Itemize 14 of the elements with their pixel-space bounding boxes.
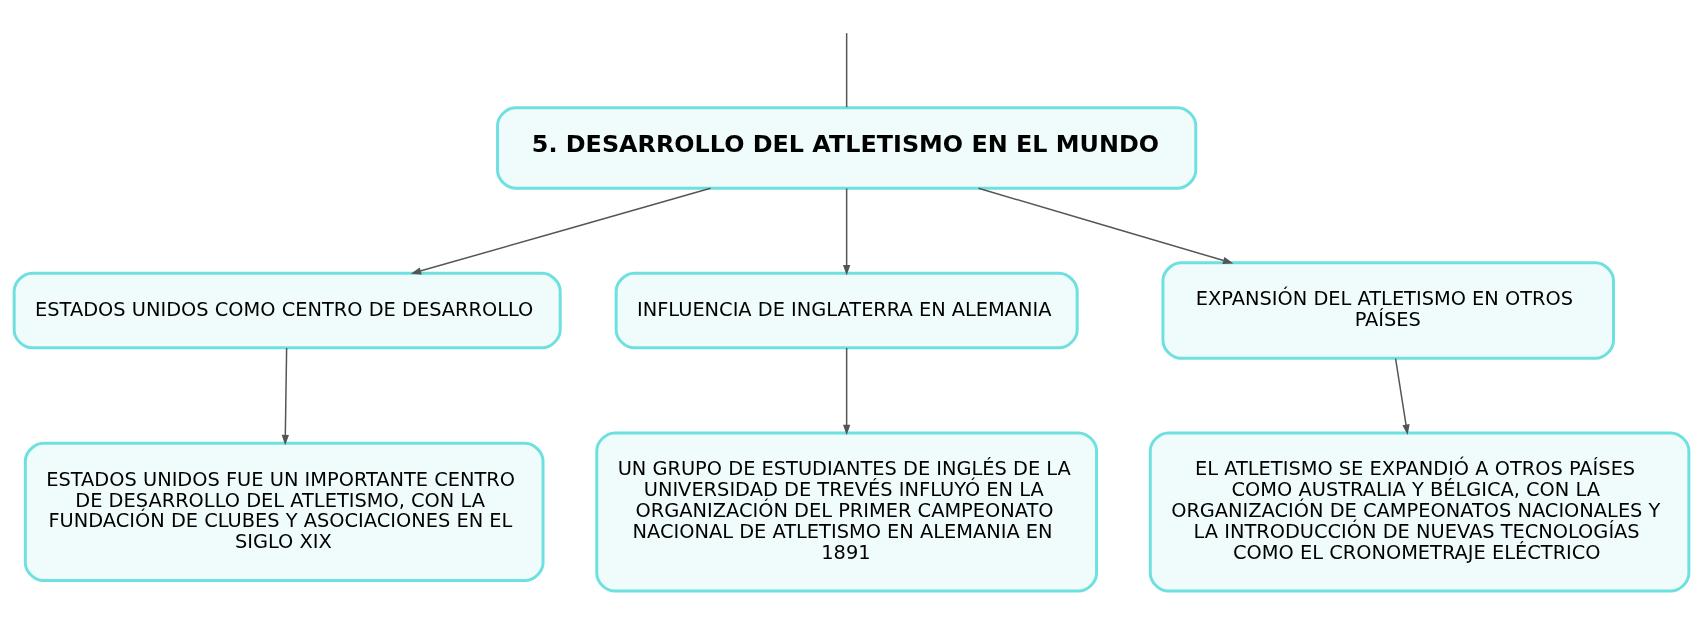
node-box: EL ATLETISMO SE EXPANDIÓ A OTROS PAÍSES COMO AUSTRALIA Y BÉLGICA, CON LA ORGANIZACIÓN DE CAMPEONATOS NACIONALES Y LA INTRODUCCIÓN DE NUEVAS TECNOLOGÍAS COMO EL CRONOMETRAJE ELÉCTRICO — [1148, 430, 1691, 592]
node-box: INFLUENCIA DE INGLATERRA EN ALEMANIA — [614, 271, 1079, 349]
arrow — [843, 346, 851, 435]
node-box: 5. DESARROLLO DEL ATLETISMO EN EL MUNDO — [496, 105, 1198, 190]
arrow — [977, 187, 1234, 264]
arrow — [1394, 357, 1410, 435]
node-box: ESTADOS UNIDOS COMO CENTRO DE DESARROLLO — [12, 271, 562, 349]
arrow — [843, 187, 851, 275]
connector — [845, 31, 848, 108]
node-box: ESTADOS UNIDOS FUE UN IMPORTANTE CENTRO DE DESARROLLO DEL ATLETISMO, CON LA FUNDACIÓN DE CLUBES Y ASOCIACIONES EN EL SIGLO XIX — [23, 441, 545, 582]
arrow — [410, 187, 712, 274]
arrow — [281, 346, 289, 445]
node-box: UN GRUPO DE ESTUDIANTES DE INGLÉS DE LA UNIVERSIDAD DE TREVÉS INFLUYÓ EN LA ORGANIZACIÓN DEL PRIMER CAMPEONATO NACIONAL DE ATLETISMO EN ALEMANIA EN 1891 — [595, 430, 1099, 592]
node-box: EXPANSIÓN DEL ATLETISMO EN OTROS PAÍSES — [1161, 260, 1615, 360]
